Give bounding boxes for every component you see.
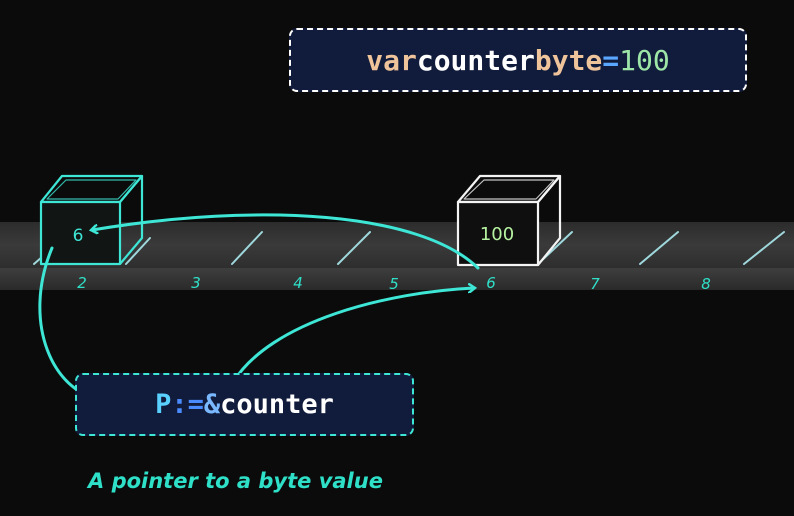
keyword-var: var <box>366 43 417 77</box>
pointer-name: P <box>155 389 172 420</box>
variable-name: counter <box>416 43 535 77</box>
address-of-operator: & <box>203 389 221 420</box>
address-label: 7 <box>590 275 600 293</box>
memory-address-band <box>0 268 794 290</box>
declared-value: 100 <box>619 43 670 77</box>
pointer-memory-cell <box>39 174 144 266</box>
declaration-code-box: var counter byte = 100 <box>289 28 747 92</box>
counter-memory-cell <box>456 174 562 267</box>
address-label: 3 <box>191 274 201 292</box>
reference-to-address-arrow <box>230 288 474 386</box>
memory-slash-marks <box>33 231 785 265</box>
diagram-caption: A pointer to a byte value <box>88 469 383 493</box>
pointer-code-box: P := &counter <box>75 373 414 436</box>
short-assign-operator: := <box>171 389 204 420</box>
address-label: 5 <box>389 275 399 293</box>
address-label: 4 <box>293 274 303 292</box>
address-label: 8 <box>701 275 711 293</box>
pointer-target-name: counter <box>220 389 334 420</box>
address-label: 6 <box>486 274 496 292</box>
assign-operator: = <box>602 43 620 77</box>
type-name: byte <box>534 43 603 77</box>
pointer-cell-value: 6 <box>73 226 84 246</box>
address-to-pointer-arrow <box>92 213 480 270</box>
address-label: 2 <box>77 274 87 292</box>
counter-cell-value: 100 <box>480 224 514 245</box>
memory-address-labels: 2 3 4 5 6 7 8 <box>77 274 711 293</box>
